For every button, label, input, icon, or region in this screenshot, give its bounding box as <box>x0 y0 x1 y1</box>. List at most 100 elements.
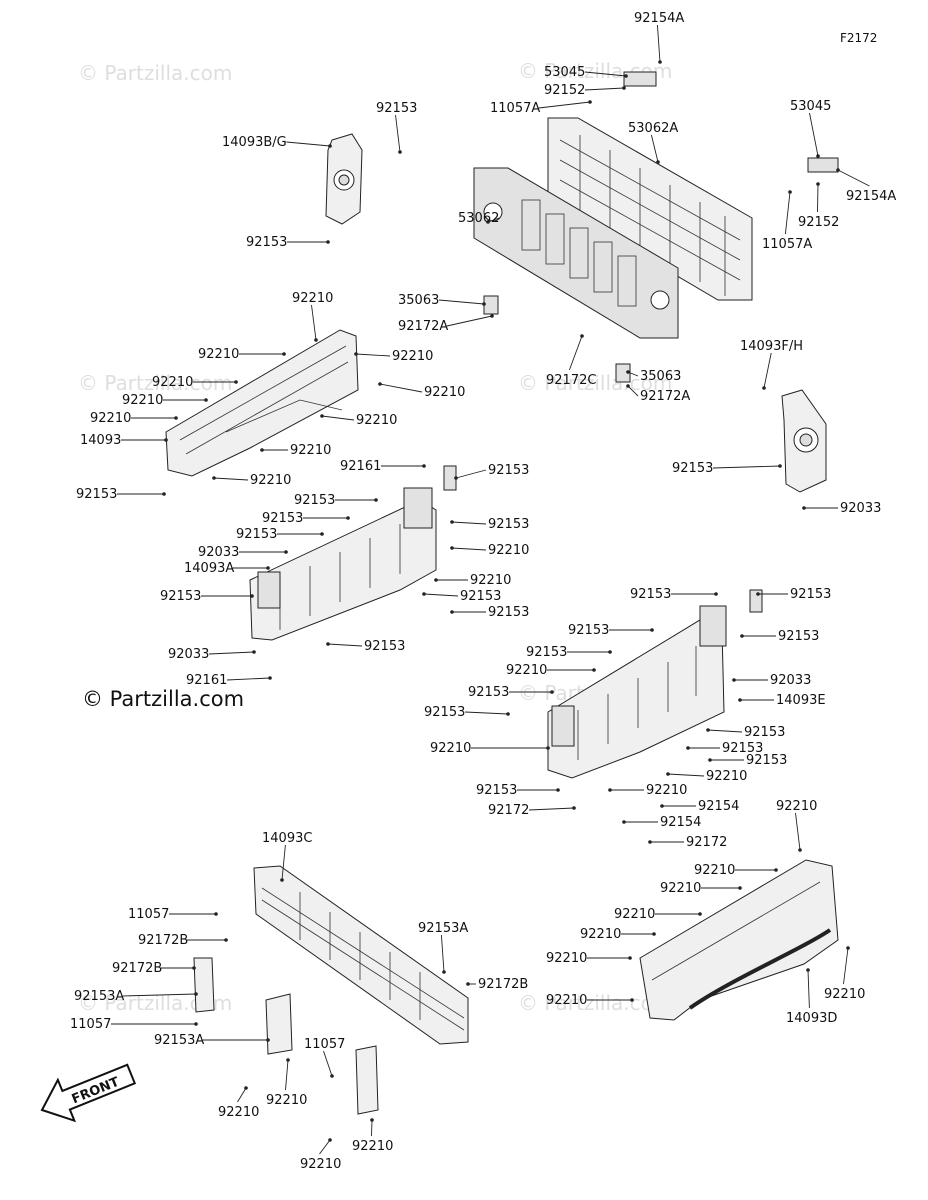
leader-dot <box>328 144 332 148</box>
part-label: 92161 <box>340 459 381 474</box>
part-label: 92153 <box>630 587 671 602</box>
part-label: 92210 <box>646 783 687 798</box>
part-label: 92153A <box>154 1033 204 1048</box>
leader-line <box>528 807 575 811</box>
leader-dot <box>354 352 358 356</box>
part-14093fh-bracket <box>781 389 827 493</box>
part-label: 92210 <box>706 769 747 784</box>
part-label: 92153 <box>246 235 287 250</box>
leader-dot <box>708 758 712 762</box>
leader-dot <box>194 992 198 996</box>
leader-dot <box>244 1086 248 1090</box>
leader-line <box>446 315 493 327</box>
leader-dot <box>798 848 802 852</box>
leader-dot <box>658 60 662 64</box>
leader-dot <box>434 578 438 582</box>
part-label: 92153 <box>746 753 787 768</box>
leader-line <box>837 169 870 187</box>
part-label: 92210 <box>122 393 163 408</box>
leader-dot <box>450 520 454 524</box>
part-label: 92210 <box>290 443 331 458</box>
part-label: 92210 <box>292 291 333 306</box>
leader-line <box>208 651 255 655</box>
leader-dot <box>260 448 264 452</box>
part-label: 92172B <box>138 933 188 948</box>
leader-line <box>237 1087 247 1103</box>
leader-line <box>568 335 583 371</box>
part-label: 92153 <box>488 463 529 478</box>
leader-line <box>538 101 591 109</box>
part-label: 14093F/H <box>740 339 803 354</box>
leader-line <box>843 947 849 985</box>
leader-line <box>795 812 801 851</box>
part-label: 92210 <box>546 993 587 1008</box>
leader-dot <box>320 532 324 536</box>
part-label: 14093E <box>776 693 826 708</box>
leader-dot <box>656 160 660 164</box>
leader-dot <box>174 416 178 420</box>
leader-dot <box>314 338 318 342</box>
part-label: 92210 <box>424 385 465 400</box>
leader-dot <box>164 438 168 442</box>
leader-line <box>650 134 659 163</box>
leader-dot <box>550 690 554 694</box>
leader-dot <box>490 314 494 318</box>
leader-dot <box>738 886 742 890</box>
part-label: 11057 <box>128 907 169 922</box>
leader-line <box>455 469 487 479</box>
part-label: 14093D <box>786 1011 837 1026</box>
part-label: 92154 <box>698 799 739 814</box>
leader-dot <box>608 788 612 792</box>
part-label: 92154A <box>846 189 896 204</box>
part-label: 92033 <box>198 545 239 560</box>
leader-line <box>440 934 445 973</box>
leader-dot <box>714 592 718 596</box>
part-label: 92153 <box>744 725 785 740</box>
leader-dot <box>234 380 238 384</box>
part-label: 14093B/G <box>222 135 287 150</box>
part-label: 14093C <box>262 831 312 846</box>
part-label: 92153 <box>468 685 509 700</box>
part-label: 53062A <box>628 121 678 136</box>
leader-line <box>285 1059 289 1091</box>
leader-line <box>438 299 485 305</box>
part-label: 35063 <box>640 369 681 384</box>
part-label: 92153 <box>526 645 567 660</box>
leader-dot <box>482 302 486 306</box>
leader-dot <box>506 712 510 716</box>
part-label: 92152 <box>798 215 839 230</box>
part-label: 92210 <box>218 1105 259 1120</box>
part-label: 92153 <box>376 101 417 116</box>
part-label: 92210 <box>198 347 239 362</box>
leader-line <box>213 477 249 481</box>
leader-dot <box>732 678 736 682</box>
part-label: 53062 <box>458 211 499 226</box>
part-14093e-rail <box>547 605 727 779</box>
part-label: 92210 <box>660 881 701 896</box>
leader-dot <box>398 150 402 154</box>
leader-dot <box>630 998 634 1002</box>
leader-line <box>707 729 743 733</box>
part-label: 92153 <box>476 783 517 798</box>
part-label: 92033 <box>840 501 881 516</box>
leader-line <box>319 1139 331 1155</box>
part-label: 92154 <box>660 815 701 830</box>
leader-line <box>321 415 355 421</box>
part-14093bg-bracket <box>325 133 363 225</box>
leader-line <box>423 593 459 597</box>
leader-dot <box>774 868 778 872</box>
part-label: 92153 <box>568 623 609 638</box>
part-label: 92153 <box>672 461 713 476</box>
leader-line <box>584 71 627 77</box>
part-label: 92154A <box>634 11 684 26</box>
part-label: 14093A <box>184 561 234 576</box>
leader-dot <box>326 642 330 646</box>
leader-dot <box>422 464 426 468</box>
part-label: 92153A <box>418 921 468 936</box>
part-92172b-plates <box>193 957 379 1115</box>
leader-dot <box>648 840 652 844</box>
front-arrow: FRONT <box>40 1063 137 1123</box>
leader-dot <box>192 966 196 970</box>
part-label: 92153 <box>76 487 117 502</box>
part-label: 92210 <box>266 1093 307 1108</box>
